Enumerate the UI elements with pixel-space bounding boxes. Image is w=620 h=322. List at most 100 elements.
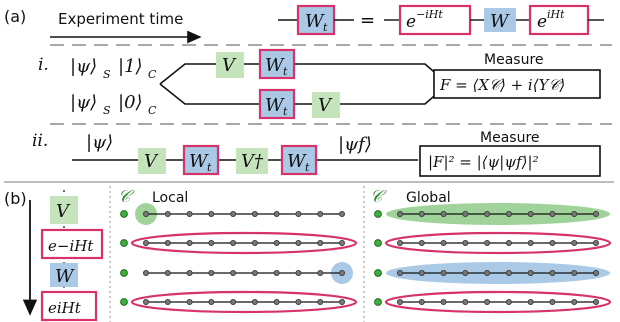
protocol-ii-label: ii. — [32, 131, 48, 151]
global-row-2-highlight — [384, 231, 612, 255]
seq-gate-w-label: W — [55, 266, 75, 287]
seq-gate-forward-label: e−iHt — [48, 237, 94, 255]
global-row-1-qubit — [549, 210, 556, 217]
global-row-1-qubit — [440, 210, 447, 217]
ket-bottom-sub: C — [148, 104, 157, 117]
panel-a-label: (a) — [4, 7, 26, 26]
input-state: |ψ⟩ — [86, 132, 113, 153]
global-row-4-qubit — [549, 298, 556, 305]
global-row-2-qubit — [418, 239, 425, 246]
local-row-4-qubit — [164, 298, 171, 305]
experiment-time-indicator: Experiment time — [50, 10, 202, 44]
local-row-1-qubit — [251, 210, 258, 217]
global-row-3-qubit — [462, 269, 469, 276]
local-row-1-qubit — [142, 210, 149, 217]
local-row-1-qubit — [338, 210, 345, 217]
wt-gate-sub: t — [323, 21, 328, 34]
output-state: |ψf⟩ — [338, 134, 372, 155]
global-row-4-qubit — [418, 298, 425, 305]
backward-evolution-e: e — [537, 12, 547, 32]
measurement-formula-ii: |F|² = |⟨ψ|ψf⟩|² — [428, 153, 539, 171]
wt-gate-upper-label: W — [265, 55, 285, 76]
local-row-2-qubit — [208, 239, 215, 246]
global-row-1-qubit — [484, 210, 491, 217]
local-row-4-qubit — [295, 298, 302, 305]
local-row-3-qubit — [273, 269, 280, 276]
v-gate-lower — [312, 92, 340, 118]
local-row-3-qubit — [164, 269, 171, 276]
local-row-3-qubit — [186, 269, 193, 276]
state-top: |ψ⟩ — [70, 56, 97, 77]
local-row-2-qubit — [273, 239, 280, 246]
global-row-4-qubit — [484, 298, 491, 305]
seq-gate-w — [50, 263, 78, 287]
v-gate-upper — [216, 52, 244, 78]
local-row-4-qubit — [230, 298, 237, 305]
global-row-3-qubit — [484, 269, 491, 276]
v-gate-lower-label: V — [318, 95, 333, 116]
global-row-2-qubit — [571, 239, 578, 246]
control-symbol-local: 𝒞 — [118, 187, 135, 207]
local-row-1-qubit — [273, 210, 280, 217]
seq-gate-v-label: V — [56, 201, 71, 222]
local-row-2-qubit — [317, 239, 324, 246]
wt-gate-lower — [258, 88, 296, 120]
local-row-3-control-qubit — [120, 269, 128, 277]
ket-top-sub: C — [148, 68, 157, 81]
vdag-gate-ii-label: V† — [241, 151, 264, 172]
protocol-ii: ii. |ψ⟩ V W t V† W t |ψf⟩ Measure |F|² =… — [32, 130, 601, 177]
global-row-1-qubit — [593, 210, 600, 217]
global-row-1-qubit — [505, 210, 512, 217]
global-row-2-qubit — [440, 239, 447, 246]
global-row-2-qubit — [462, 239, 469, 246]
panel-b-label: (b) — [4, 189, 27, 208]
ket-top: |1⟩ — [118, 56, 143, 77]
interferometer-paths — [159, 63, 449, 105]
wt-gate-upper — [258, 48, 296, 80]
global-row-2-qubit — [549, 239, 556, 246]
local-row-3-qubit — [251, 269, 258, 276]
local-row-1-qubit — [186, 210, 193, 217]
wt-gate-lower-sub: t — [283, 105, 288, 118]
local-row-1-qubit — [295, 210, 302, 217]
global-row-4-qubit — [571, 298, 578, 305]
measurement-box-i — [433, 69, 601, 99]
global-row-1-qubit — [462, 210, 469, 217]
local-row-1-qubit — [317, 210, 324, 217]
measurement-formula-i: F = ⟨X𝒞⟩ + i⟨Y𝒞⟩ — [439, 76, 565, 94]
global-row-4-qubit — [396, 298, 403, 305]
forward-evolution-e: e — [406, 12, 416, 32]
global-row-2-control-qubit — [374, 239, 382, 247]
global-row-4-qubit — [593, 298, 600, 305]
seq-gate-forward — [40, 228, 104, 260]
panel-b: (b) V e−iHt W eiHt 𝒞 Local 𝒞 Global — [4, 186, 612, 322]
local-row-3-qubit — [230, 269, 237, 276]
global-row-2-qubit — [396, 239, 403, 246]
global-row-4-qubit — [462, 298, 469, 305]
seq-gate-backward-label: eiHt — [48, 299, 82, 317]
global-row-3-qubit — [571, 269, 578, 276]
global-row-3-qubit — [418, 269, 425, 276]
local-row-2-control-qubit — [120, 239, 128, 247]
local-row-1-qubit — [230, 210, 237, 217]
global-row-1-qubit — [527, 210, 534, 217]
w-gate-label: W — [490, 11, 510, 32]
wt-gate-ii-second — [280, 144, 318, 176]
equals-sign: = — [360, 10, 375, 31]
global-row-3-qubit — [396, 269, 403, 276]
local-row-3-qubit — [317, 269, 324, 276]
measure-label-ii: Measure — [480, 130, 540, 146]
protocol-i: i. |ψ⟩ S |1⟩ C |ψ⟩ S |0⟩ C V W t W t V M… — [38, 48, 601, 120]
global-row-3-control-qubit — [374, 269, 382, 277]
local-row-2-qubit — [251, 239, 258, 246]
measure-label-i: Measure — [484, 52, 544, 68]
local-row-1-qubit — [164, 210, 171, 217]
wt-gate-ii-first-sub: t — [207, 161, 212, 174]
v-gate-ii — [138, 148, 166, 174]
forward-evolution-gate — [398, 4, 472, 36]
wt-gate-label: W — [305, 11, 325, 32]
global-row-1-control-qubit — [374, 210, 382, 218]
v-gate-ii-label: V — [144, 151, 159, 172]
state-bottom-sub: S — [103, 104, 111, 117]
local-row-4-qubit — [208, 298, 215, 305]
